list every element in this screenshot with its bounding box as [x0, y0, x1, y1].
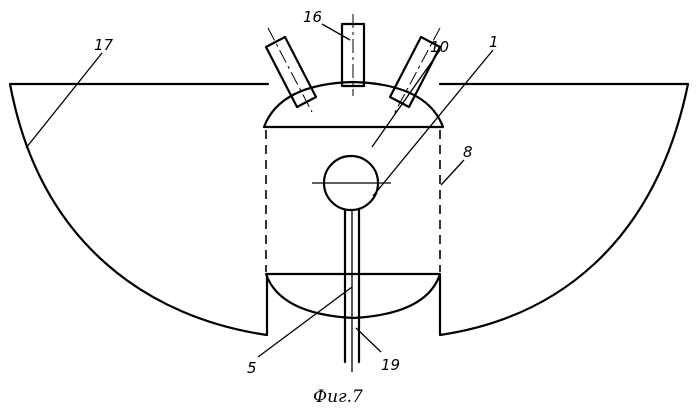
leader-5	[258, 287, 352, 357]
left-inclined-nozzle	[266, 28, 316, 112]
label-17: 17	[94, 36, 114, 54]
bowl-outline-right	[440, 84, 688, 335]
label-10: 10	[430, 38, 449, 56]
label-19: 19	[381, 356, 400, 374]
figure-caption: Фиг.7	[313, 387, 363, 407]
label-5: 5	[247, 359, 257, 377]
leader-8	[441, 160, 464, 185]
leader-1	[373, 50, 493, 196]
leader-17	[26, 53, 102, 148]
upper-dome	[264, 82, 443, 127]
leader-16	[322, 24, 350, 40]
lower-dome	[266, 274, 440, 318]
label-1: 1	[489, 33, 499, 51]
label-8: 8	[463, 143, 473, 161]
bowl-outline-left	[10, 84, 268, 335]
label-16: 16	[303, 8, 322, 26]
